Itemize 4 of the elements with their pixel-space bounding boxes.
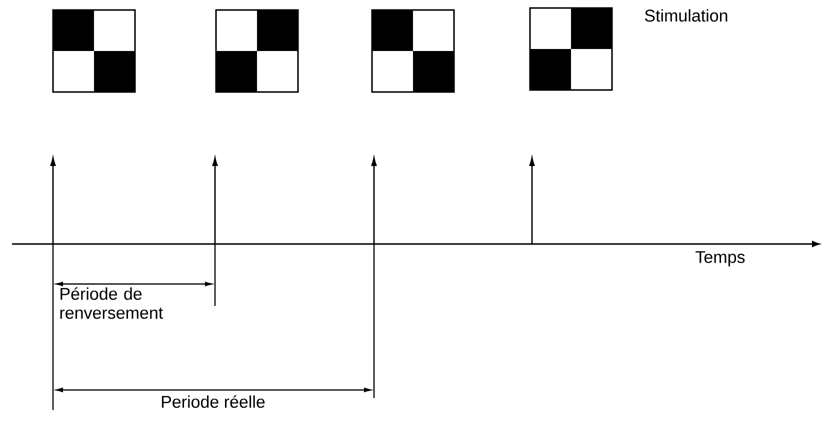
label-text: Période de renversement [60, 287, 163, 319]
label-text: Stimulation [644, 9, 728, 22]
label-text: Periode réelle [162, 395, 265, 408]
label-text: Temps [696, 251, 745, 266]
